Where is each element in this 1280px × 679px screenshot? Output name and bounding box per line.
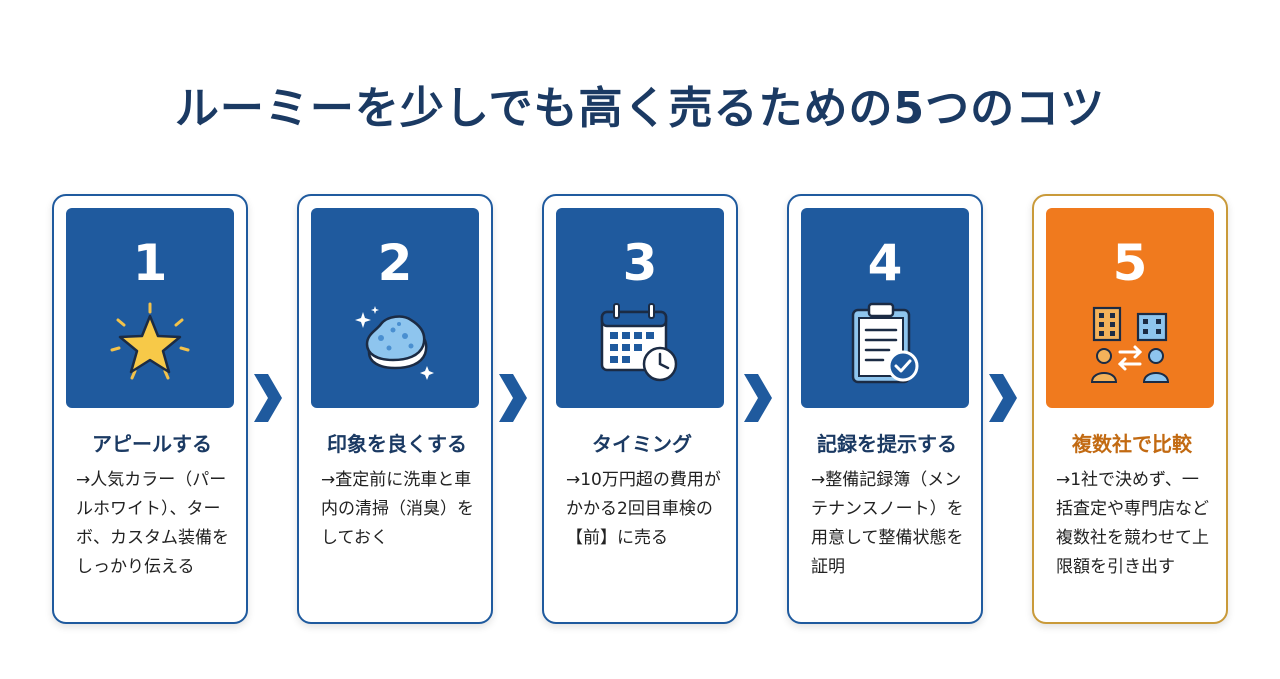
- tip-panel-1: 1: [66, 208, 234, 408]
- clipboard-check-icon: [851, 302, 919, 384]
- chevron-right-icon: [989, 374, 1017, 422]
- chevron-right-icon: [499, 374, 527, 422]
- tip-panel-5: 5: [1046, 208, 1214, 408]
- tip-card-1: 1 アピールする →人気カラー（パールホワイト）、ターボ、カスタム装備をしっかり…: [52, 194, 248, 624]
- tip-number-5: 5: [1112, 234, 1148, 292]
- tip-number-4: 4: [867, 234, 903, 292]
- tip-panel-3: 3: [556, 208, 724, 408]
- tip-card-4: 4 記録を提示する →整備記録簿（メンテナンスノート）を用意して整備状態を証明: [787, 194, 983, 624]
- chevron-right-icon: [254, 374, 282, 422]
- tip-card-3: 3 タイミング →10万円超の費用がかかる2回目車検の【前】に売る: [542, 194, 738, 624]
- tip-description-2: →査定前に洗車と車内の清掃（消臭）をしておく: [321, 470, 474, 548]
- tip-title-3: タイミング: [592, 432, 692, 456]
- tip-description-5: →1社で決めず、一括査定や専門店など複数社を競わせて上限額を引き出す: [1056, 470, 1209, 577]
- sponge-icon: [355, 306, 434, 380]
- star-icon: [110, 302, 190, 380]
- tip-number-3: 3: [622, 234, 658, 292]
- tip-number-1: 1: [132, 234, 168, 292]
- tip-title-5: 複数社で比較: [1072, 432, 1192, 456]
- tip-description-3: →10万円超の費用がかかる2回目車検の【前】に売る: [566, 470, 721, 548]
- tip-card-2: 2 印象を良くする →査定前に洗車と車内の清掃（消臭）をしておく: [297, 194, 493, 624]
- page-title: ルーミーを少しでも高く売るための5つのコツ: [174, 83, 1106, 134]
- tip-description-1: →人気カラー（パールホワイト）、ターボ、カスタム装備をしっかり伝える: [76, 470, 229, 577]
- tip-number-2: 2: [377, 234, 413, 292]
- tip-card-5: 5 複数社で比較 →1社で決めず、一括査定や専門店など複数社を競わせて上: [1032, 194, 1228, 624]
- tip-panel-2: 2: [311, 208, 479, 408]
- tip-title-4: 記録を提示する: [817, 432, 957, 456]
- tip-panel-4: 4: [801, 208, 969, 408]
- tip-title-2: 印象を良くする: [327, 432, 467, 456]
- chevron-right-icon: [744, 374, 772, 422]
- calendar-clock-icon: [600, 303, 678, 382]
- tip-description-4: →整備記録簿（メンテナンスノート）を用意して整備状態を証明: [811, 470, 964, 577]
- tip-title-1: アピールする: [92, 432, 212, 456]
- companies-compare-icon: [1090, 306, 1170, 383]
